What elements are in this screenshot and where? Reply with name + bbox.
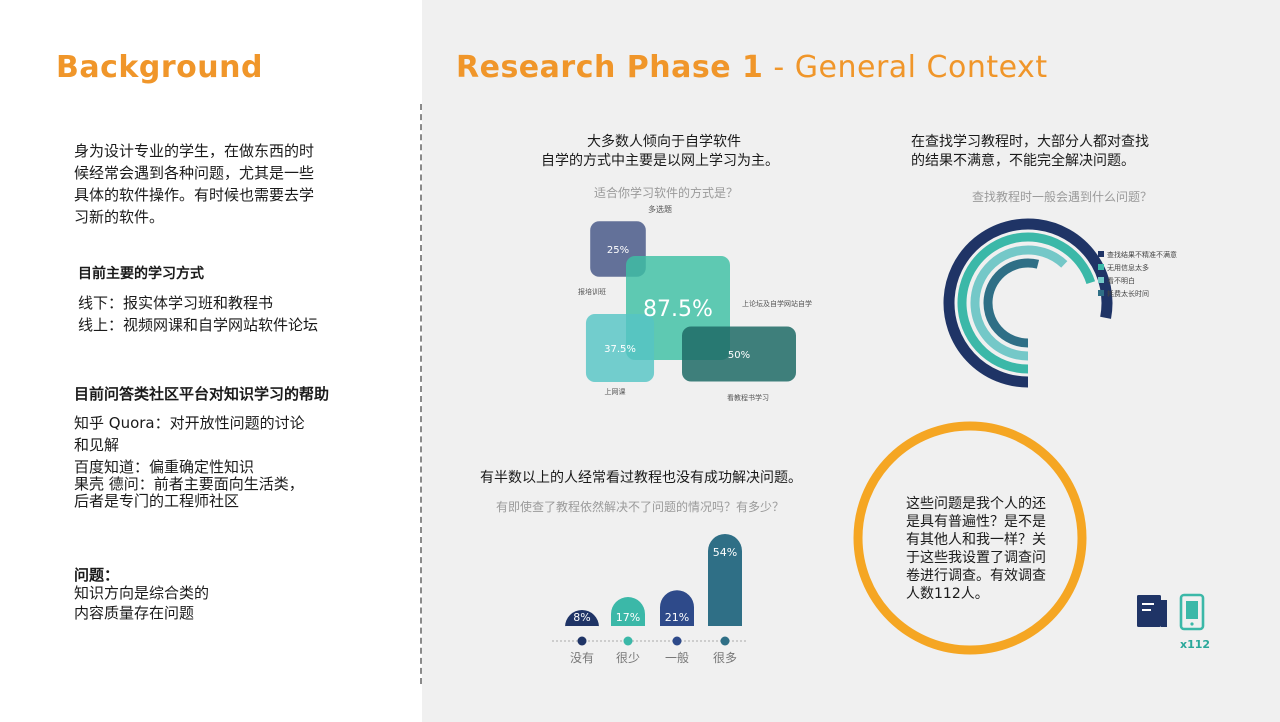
qa-line: 知乎 Quora：对开放性问题的讨论 — [74, 414, 305, 432]
bubble-4 — [682, 326, 796, 382]
survey-line: 是具有普遍性？是不是 — [906, 514, 1046, 530]
bar — [708, 534, 742, 626]
methods-heading: 目前主要的学习方式 — [78, 266, 204, 282]
bubble-3 — [585, 313, 655, 383]
bar-axis-dot — [623, 636, 633, 646]
q2-finding-line: 的结果不满意，不能完全解决问题。 — [911, 153, 1135, 169]
q3-finding: 有半数以上的人经常看过教程也没有成功解决问题。 — [480, 470, 802, 486]
bar-chart: 8% 没有 17% 很少 21% 一般 54% 很多 — [552, 534, 748, 665]
problem-line: 内容质量存在问题 — [74, 604, 195, 622]
bar-axis-dot — [672, 636, 682, 646]
legend-swatch — [1098, 264, 1104, 270]
bar — [660, 590, 694, 626]
bubble-category-label: 报培训班 — [578, 287, 606, 296]
background-title: Background — [56, 50, 263, 85]
method-item: 线下：报实体学习班和教程书 — [78, 294, 274, 312]
dashed-divider — [420, 104, 422, 684]
q1-question: 适合你学习软件的方式是？ — [594, 186, 739, 200]
bubble-value-label: 87.5% — [643, 297, 713, 322]
qa-line: 和见解 — [74, 436, 120, 454]
qa-line: 后者是专门的工程师社区 — [74, 492, 240, 510]
bar-category-label: 一般 — [665, 650, 689, 665]
survey-count: x112 — [1180, 638, 1210, 651]
bar-category-label: 很少 — [616, 651, 640, 665]
intro-line: 习新的软件。 — [74, 208, 165, 226]
q2-finding-line: 在查找学习教程时，大部分人都对查找 — [911, 134, 1149, 150]
survey-line: 于这些我设置了调查问 — [906, 550, 1046, 566]
research-title: Research Phase 1 - General Context — [456, 50, 1048, 85]
q1-finding-line: 大多数人倾向于自学软件 — [587, 134, 741, 150]
intro-line: 具体的软件操作。有时候也需要去学 — [74, 186, 315, 204]
phone-icon — [1179, 593, 1205, 631]
legend-label: 无用信息太多 — [1107, 263, 1149, 272]
research-title-rest: - General Context — [763, 50, 1048, 85]
bar-category-label: 没有 — [570, 650, 594, 665]
problem-heading: 问题： — [74, 566, 120, 584]
legend-label: 看不明白 — [1107, 276, 1135, 285]
bar-value-label: 8% — [573, 611, 590, 624]
radial-arc — [970, 245, 1068, 361]
questionnaire-icon — [1137, 595, 1167, 627]
qa-heading: 目前问答类社区平台对知识学习的帮助 — [74, 385, 330, 403]
background-panel: Background 身为设计专业的学生，在做东西的时 候经常会遇到各种问题，尤… — [0, 0, 422, 722]
bar-category-label: 很多 — [713, 651, 737, 665]
bubble-category-label: 上网课 — [605, 387, 626, 396]
intro-line: 身为设计专业的学生，在做东西的时 — [74, 142, 315, 160]
problem-line: 知识方向是综合类的 — [74, 584, 210, 602]
legend-swatch — [1098, 290, 1104, 296]
bar-axis-dot — [720, 636, 730, 646]
bubble-value-label: 50% — [728, 350, 750, 361]
method-item: 线上：视频网课和自学网站软件论坛 — [78, 316, 319, 334]
q1-finding-line: 自学的方式中主要是以网上学习为主。 — [541, 153, 779, 169]
q3-question: 有即使查了教程依然解决不了问题的情况吗？有多少？ — [496, 500, 785, 514]
survey-line: 这些问题是我个人的还 — [906, 496, 1046, 512]
legend-swatch — [1098, 251, 1104, 257]
qa-line: 百度知道：偏重确定性知识 — [74, 458, 255, 476]
survey-line: 有其他人和我一样？关 — [906, 532, 1046, 548]
bubble-category-label: 上论坛及自学网站自学 — [742, 299, 812, 308]
bar-axis-dot — [577, 636, 587, 646]
legend-swatch — [1098, 277, 1104, 283]
bubble-chart: 25% 报培训班 87.5% 上论坛及自学网站自学 50% 看教程书学习 37.5% 上网课 — [578, 221, 812, 402]
bubble-category-label: 看教程书学习 — [727, 393, 769, 402]
bar — [565, 610, 599, 627]
radial-arc — [957, 232, 1096, 374]
bar — [611, 597, 645, 626]
radial-arc — [943, 218, 1113, 388]
bar-value-label: 21% — [665, 611, 689, 624]
survey-line: 卷进行调查。有效调查 — [906, 568, 1046, 584]
qa-line: 果壳 德问：前者主要面向生活类， — [74, 475, 304, 493]
bubble-value-label: 25% — [607, 245, 629, 256]
legend-label: 查找结果不精准不满意 — [1107, 250, 1177, 259]
research-title-bold: Research Phase 1 — [456, 50, 764, 85]
radial-arc — [983, 258, 1040, 348]
bar-value-label: 54% — [713, 546, 737, 559]
survey-line: 人数112人。 — [906, 586, 989, 602]
survey-ring — [853, 421, 1087, 655]
q2-question: 查找教程时一般会遇到什么问题？ — [972, 190, 1153, 204]
q1-note: 多选题 — [648, 205, 672, 214]
bar-value-label: 17% — [616, 611, 640, 624]
bubble-value-label: 37.5% — [604, 344, 636, 355]
legend-label: 耗费太长时间 — [1107, 289, 1149, 298]
intro-line: 候经常会遇到各种问题，尤其是一些 — [74, 164, 315, 182]
